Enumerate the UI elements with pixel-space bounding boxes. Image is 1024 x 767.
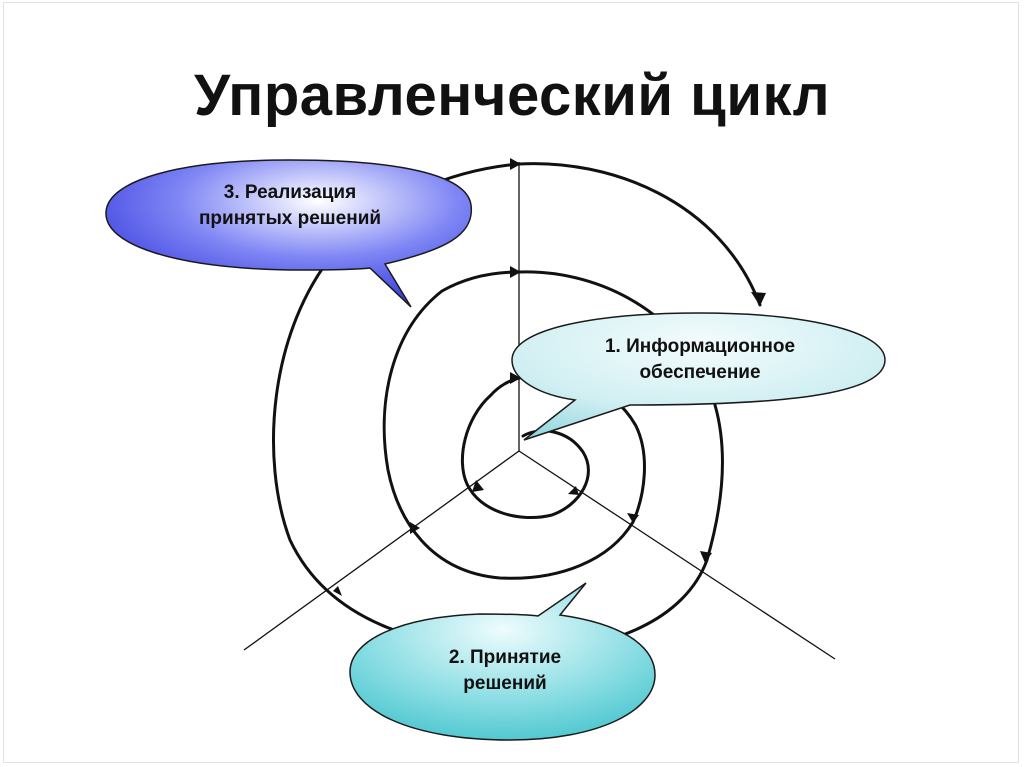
stage-1-line-1: 1. Информационное bbox=[604, 336, 796, 357]
stage-1-line-2: обеспечение bbox=[639, 362, 761, 383]
arrow-top-middle-icon bbox=[510, 266, 521, 278]
arrow-right-outer-icon bbox=[700, 551, 712, 563]
stage-1-label: 1. Информационное обеспечение bbox=[555, 334, 845, 386]
arrow-right-middle-icon bbox=[627, 513, 639, 523]
axis-left bbox=[243, 450, 520, 651]
callout-stage-3 bbox=[105, 159, 473, 308]
arrow-right-inner-icon bbox=[568, 486, 579, 495]
arrow-top-outer-icon bbox=[510, 158, 521, 170]
cycle-spiral bbox=[272, 162, 762, 652]
callout-stage-2 bbox=[349, 582, 656, 741]
stage-3-label: 3. Реализация принятых решений bbox=[150, 180, 430, 232]
arrow-left-inner-icon bbox=[472, 480, 484, 492]
stage-2-line-1: 2. Принятие bbox=[448, 647, 562, 668]
axes bbox=[243, 162, 836, 660]
stage-2-line-2: решений bbox=[463, 673, 547, 694]
axis-right bbox=[518, 450, 836, 660]
stage-2-label: 2. Принятие решений bbox=[390, 645, 620, 697]
stage-3-line-2: принятых решений bbox=[198, 208, 382, 229]
stage-3-line-1: 3. Реализация bbox=[223, 182, 357, 203]
arrow-left-middle-icon bbox=[410, 522, 420, 534]
arrow-left-outer-icon bbox=[333, 586, 342, 596]
diagram-title: Управленческий цикл bbox=[193, 63, 831, 128]
arrow-end-icon bbox=[751, 292, 766, 306]
arrow-top-inner-icon bbox=[510, 372, 521, 384]
spiral-arrows bbox=[333, 158, 766, 596]
slide-frame bbox=[3, 2, 1019, 763]
callout-stage-1 bbox=[511, 312, 886, 441]
